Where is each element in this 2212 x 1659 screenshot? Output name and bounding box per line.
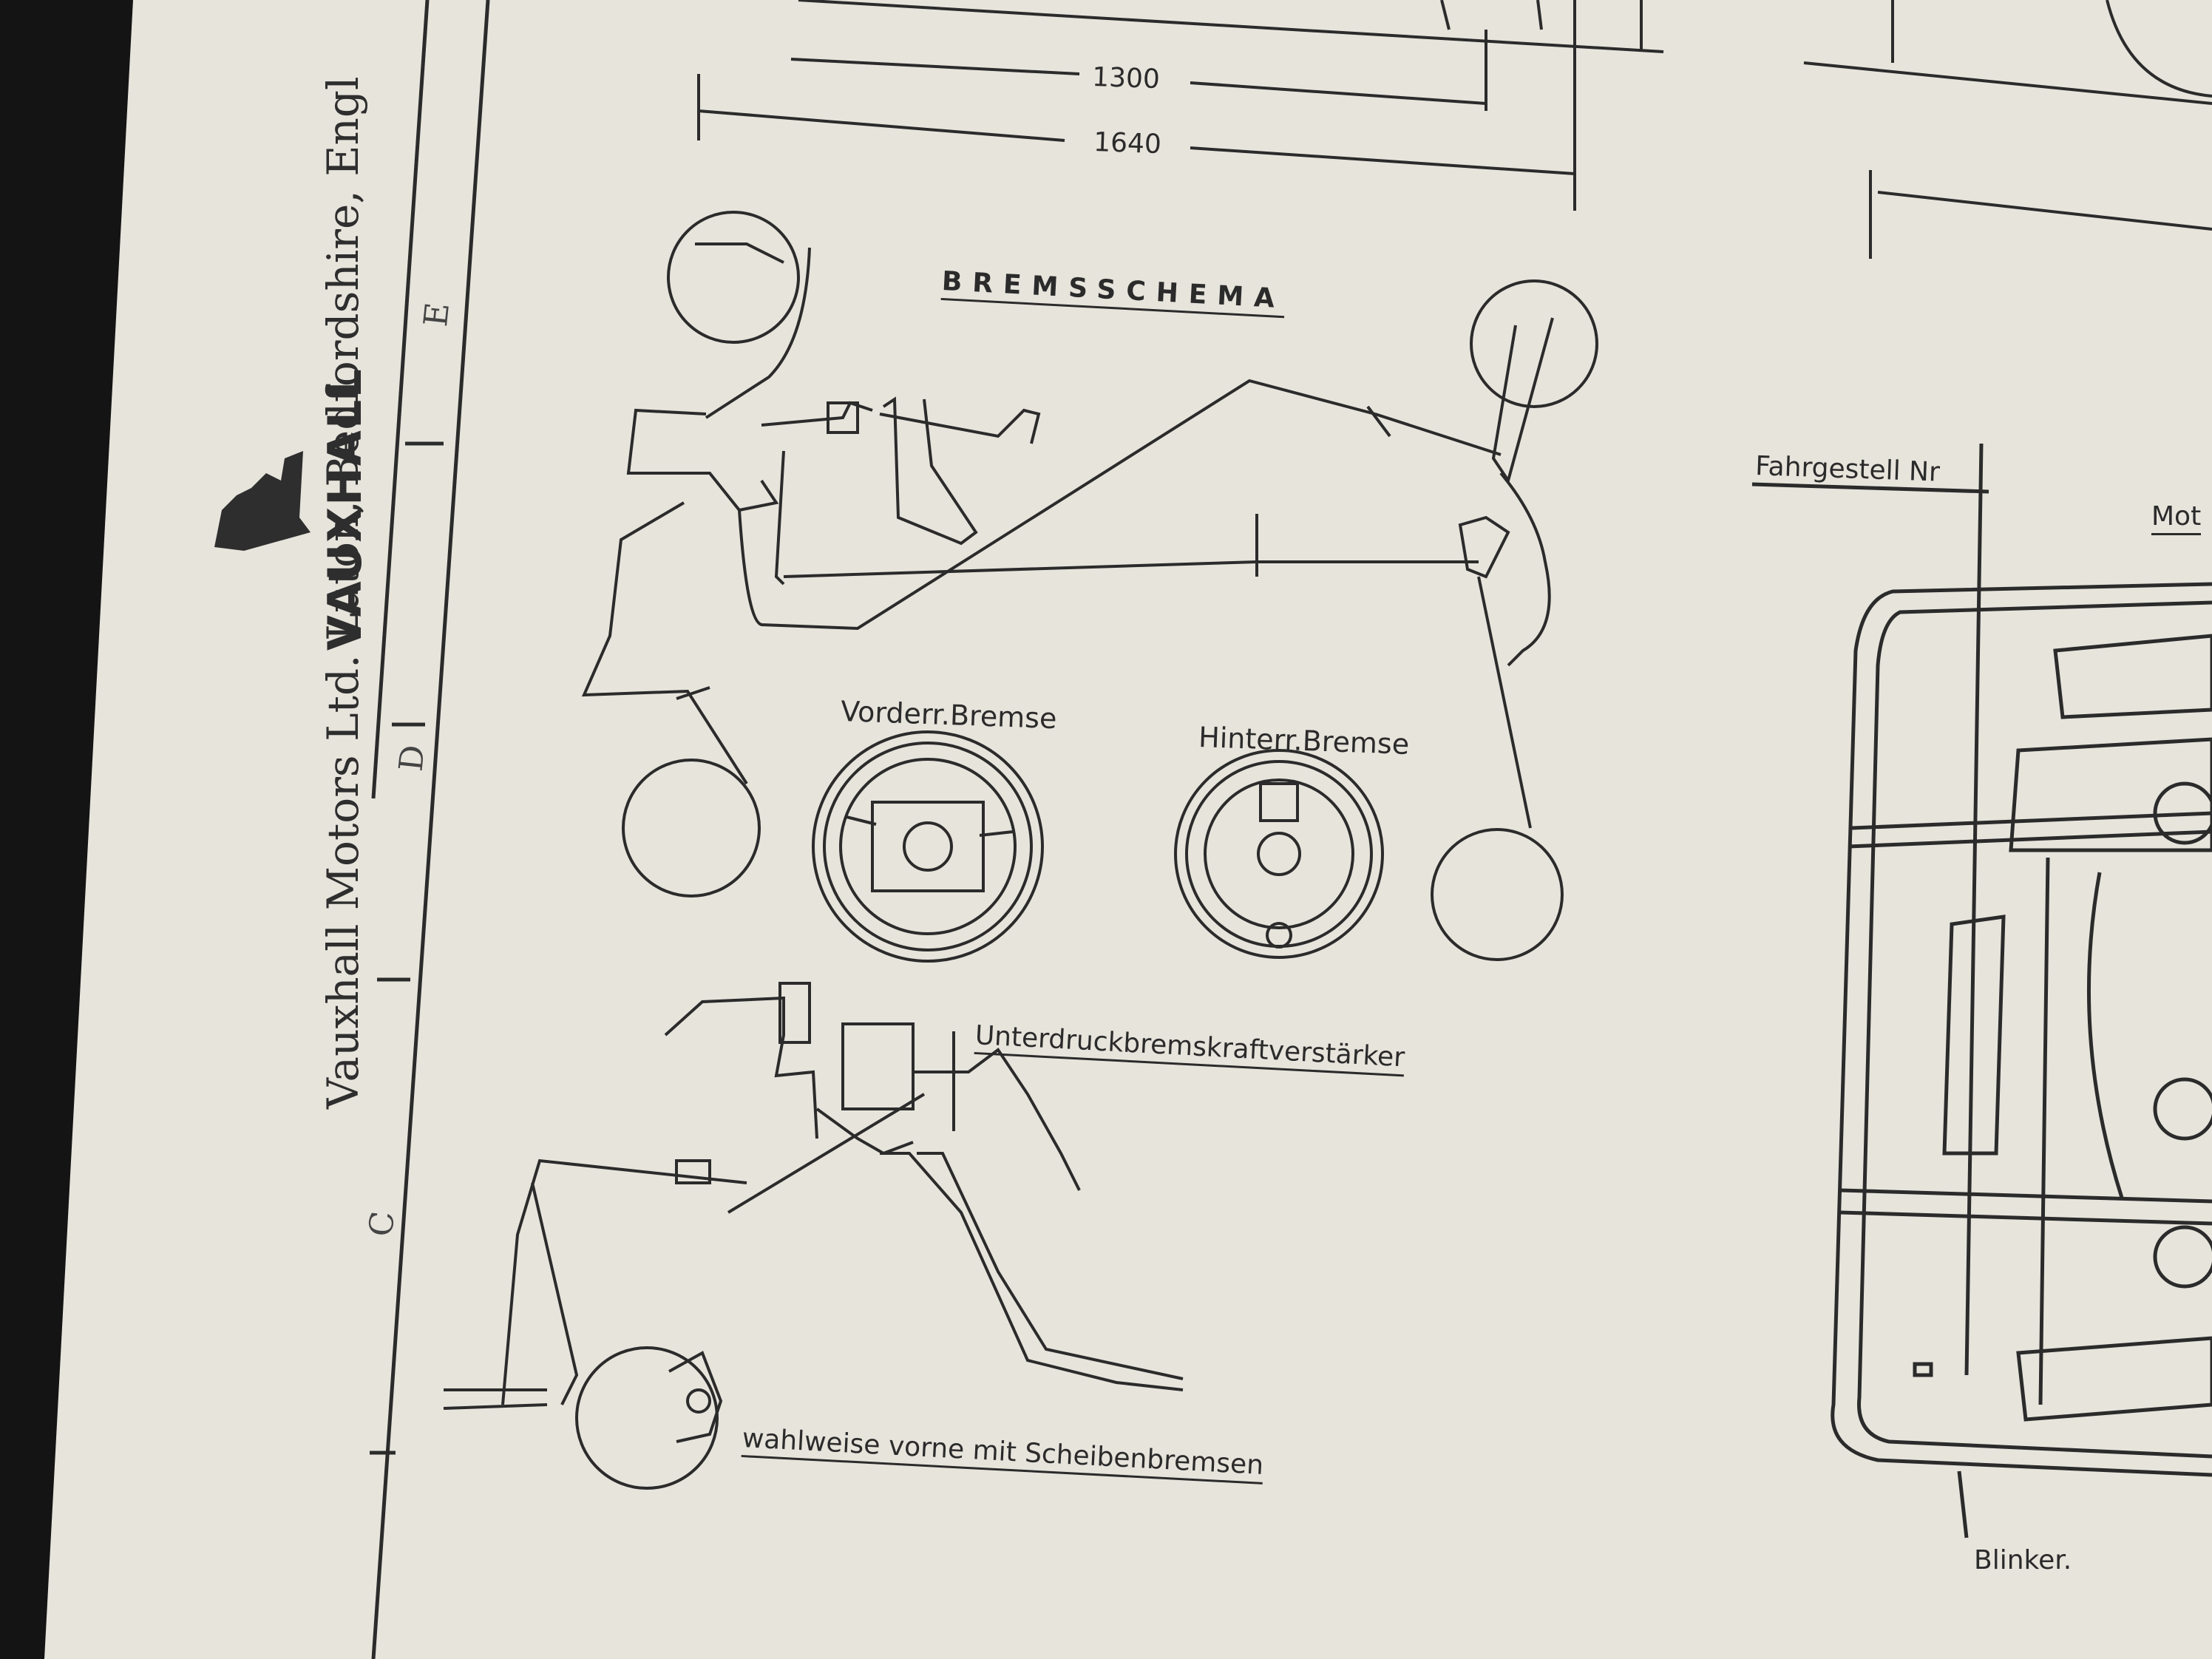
chassis-drawing [1751, 443, 2212, 1538]
front-left-wheel-top [667, 211, 800, 344]
rear-right-wheel [1431, 828, 1564, 961]
dimension-lines [697, 0, 2212, 259]
blinker-label: Blinker. [1974, 1545, 2072, 1575]
fahrgestell-label: Fahrgestell Nr [1754, 451, 1941, 492]
rear-left-wheel [1470, 279, 1598, 408]
sheet-border [370, 0, 490, 1659]
paper-sheet [44, 0, 2212, 1659]
grid-mark-E: E [417, 300, 458, 329]
front-drum-brake [812, 730, 1044, 963]
grid-mark-D: D [392, 743, 432, 773]
disc-brake-wheel [575, 1346, 719, 1490]
rear-drum-brake [1174, 749, 1384, 959]
vauxhall-logo-emblem [214, 451, 311, 551]
dim-1300: 1300 [1091, 62, 1161, 95]
motor-label: Mot [2151, 501, 2202, 535]
dim-1640: 1640 [1093, 127, 1162, 160]
brake-circuit [581, 211, 1598, 961]
manufacturer-address: Vauxhall Motors Ltd. Luton, Bedfordshire… [318, 76, 368, 1109]
vacuum-booster-circuit [443, 982, 1184, 1490]
grid-mark-C: C [362, 1210, 402, 1238]
front-right-wheel [622, 759, 761, 898]
